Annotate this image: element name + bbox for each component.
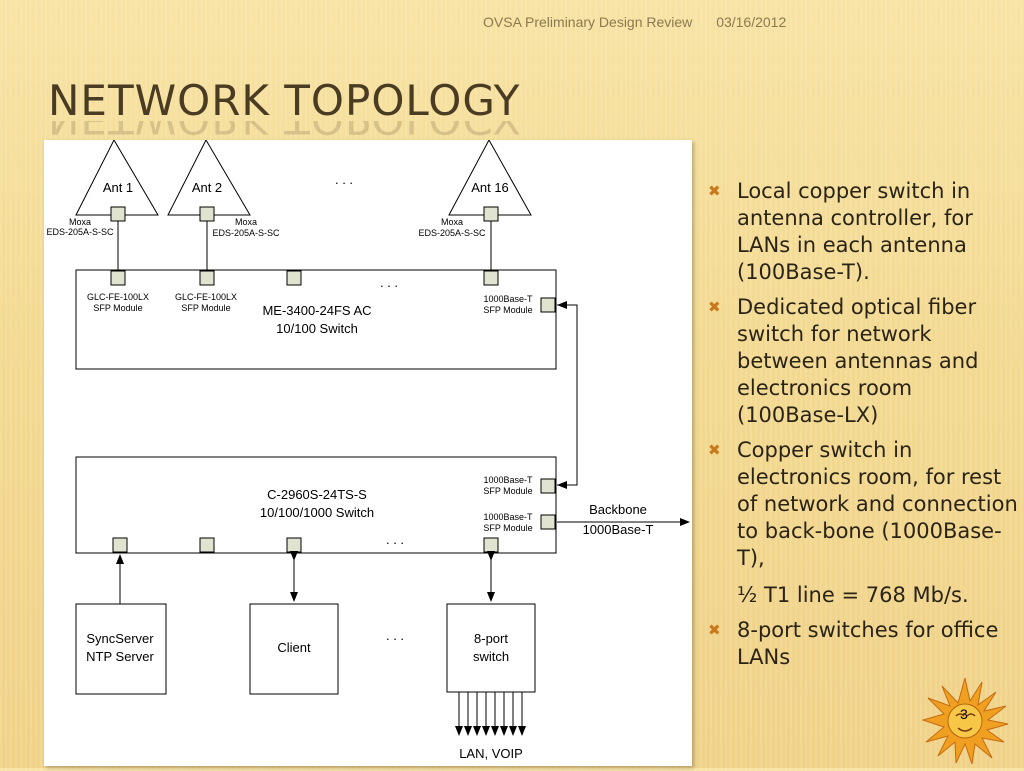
network-diagram-svg: Ant 1 Ant 2 Ant 16 . . . Moxa EDS-205A-S… (46, 138, 690, 761)
switch2-ellipsis: . . . (386, 532, 404, 547)
switch2-port-3 (286, 537, 302, 553)
bullet-text: Dedicated optical fiber switch for netwo… (737, 295, 979, 427)
lan-label: LAN, VOIP (459, 746, 523, 761)
switch1-uplink-port (540, 297, 556, 313)
sfp-2-label: GLC-FE-100LX (175, 292, 237, 302)
antenna-2-port (199, 206, 215, 222)
sfp-4-module: SFP Module (483, 486, 532, 496)
sfp-2-module: SFP Module (181, 303, 230, 313)
bullet-text: Local copper switch in antenna controlle… (737, 179, 973, 284)
antenna-16-label: Ant 16 (471, 180, 509, 195)
backbone-speed: 1000Base-T (583, 522, 654, 537)
switch2-type: 10/100/1000 Switch (260, 505, 374, 520)
antenna-1-icon (75, 138, 159, 216)
sfp-1-module: SFP Module (93, 303, 142, 313)
client-label: Client (277, 640, 311, 655)
bullet-subtext: ½ T1 line = 768 Mb/s. (737, 583, 969, 607)
moxa-1-label: Moxa (69, 217, 91, 227)
sfp-4-label: 1000Base-T (483, 475, 533, 485)
moxa-16-label: Moxa (441, 217, 463, 227)
lan-arrows (455, 692, 526, 736)
switch1-port-2 (199, 270, 215, 286)
antenna-1-label: Ant 1 (103, 180, 133, 195)
sfp-5-module: SFP Module (483, 523, 532, 533)
switch1-ellipsis: . . . (380, 275, 398, 290)
bullet-x-icon: ✖ (708, 182, 721, 200)
bullet-x-icon: ✖ (708, 621, 721, 639)
antenna-1-port (110, 206, 126, 222)
switch1-port-16 (483, 270, 499, 286)
sfp-3-label: 1000Base-T (483, 294, 533, 304)
bullet-x-icon: ✖ (708, 441, 721, 459)
switch2-name: C-2960S-24TS-S (267, 487, 367, 502)
switch2-uplink-port (540, 478, 556, 494)
moxa-2-model: EDS-205A-S-SC (212, 228, 280, 238)
antenna-2-label: Ant 2 (192, 180, 222, 195)
switch-interconnect-line (557, 304, 578, 486)
bullet-x-icon: ✖ (708, 298, 721, 316)
slide-header: OVSA Preliminary Design Review 03/16/201… (483, 14, 786, 30)
bullet-item: ✖ Dedicated optical fiber switch for netw… (708, 294, 1018, 429)
switch2-backbone-port (540, 514, 556, 530)
antenna-2-icon (167, 138, 251, 216)
client-box (249, 603, 339, 695)
presentation-title: OVSA Preliminary Design Review (483, 14, 693, 30)
bullet-item: ✖ 8-port switches for office LANs (708, 617, 1018, 671)
switch1-type: 10/100 Switch (276, 321, 358, 336)
c2960-switch-box (75, 456, 557, 554)
page-number: 3 (960, 706, 968, 722)
bullet-text: 8-port switches for office LANs (737, 618, 999, 669)
syncserver-sublabel: NTP Server (86, 649, 154, 664)
presentation-date: 03/16/2012 (716, 14, 787, 30)
switch1-port-3 (286, 270, 302, 286)
bullet-item: ✖ Copper switch in electronics room, for … (708, 437, 1018, 609)
slide-title: NETWORK TOPOLOGY (48, 76, 521, 125)
switch2-port-1 (112, 537, 128, 553)
moxa-16-model: EDS-205A-S-SC (418, 228, 486, 238)
syncserver-label: SyncServer (86, 631, 154, 646)
switch2-port-4 (483, 537, 499, 553)
devices-ellipsis: . . . (386, 628, 404, 643)
antenna-16-port (483, 206, 499, 222)
antenna-16-icon (448, 138, 532, 216)
me3400-switch-box (75, 269, 557, 370)
switch2-port-2 (199, 537, 215, 553)
network-diagram: Ant 1 Ant 2 Ant 16 . . . Moxa EDS-205A-S… (44, 138, 692, 766)
sfp-5-label: 1000Base-T (483, 512, 533, 522)
moxa-1-model: EDS-205A-S-SC (46, 227, 114, 237)
switch1-port-1 (110, 270, 126, 286)
bullet-text: Copper switch in electronics room, for r… (737, 438, 1018, 570)
antenna-ellipsis: . . . (335, 172, 353, 187)
bullet-item: ✖ Local copper switch in antenna controll… (708, 178, 1018, 286)
sun-logo-icon (921, 677, 1009, 765)
eightport-switch-box (446, 603, 536, 693)
sfp-1-label: GLC-FE-100LX (87, 292, 149, 302)
syncserver-box (75, 603, 167, 695)
eightport-label: 8-port (474, 631, 508, 646)
sfp-3-module: SFP Module (483, 305, 532, 315)
backbone-label: Backbone (589, 502, 647, 517)
bullet-list: ✖ Local copper switch in antenna controll… (708, 178, 1018, 679)
switch1-name: ME-3400-24FS AC (262, 303, 371, 318)
eightport-sublabel: switch (473, 649, 509, 664)
moxa-2-label: Moxa (235, 217, 257, 227)
